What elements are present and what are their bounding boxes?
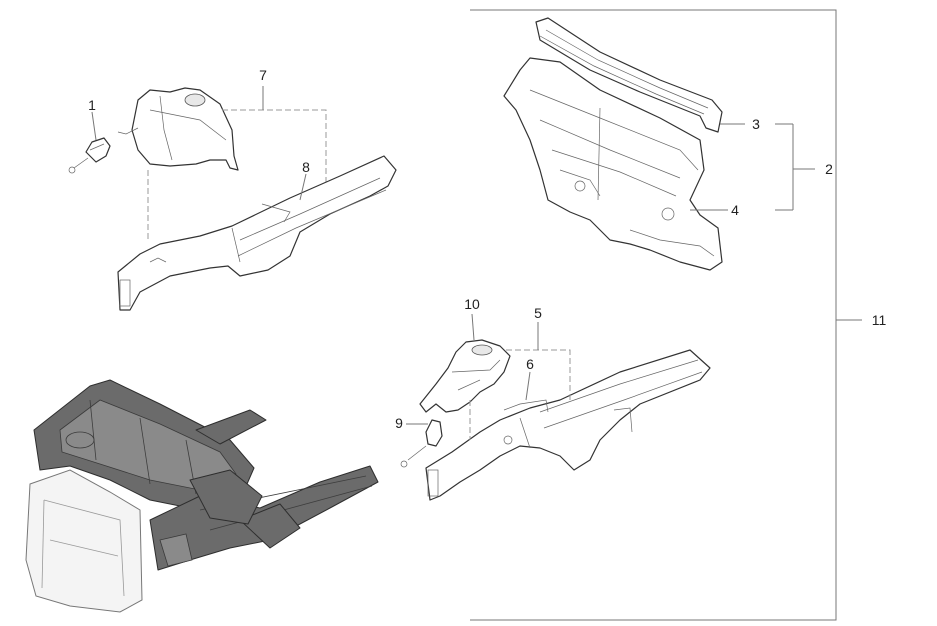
callout-11: 11	[872, 312, 887, 328]
part-dash-panel	[503, 57, 723, 271]
group-bracket-2	[775, 123, 815, 211]
callout-1: 1	[88, 97, 96, 113]
callout-4: 4	[731, 202, 739, 218]
part-wheelhouse-upper-7	[117, 87, 239, 171]
leader-1	[91, 111, 97, 141]
dashed-leader-5	[469, 322, 571, 440]
callout-8: 8	[302, 159, 310, 175]
callout-3: 3	[752, 116, 760, 132]
group-bracket-11	[470, 9, 862, 621]
callout-6: 6	[526, 356, 534, 372]
part-side-member-6	[425, 349, 711, 501]
leader-8	[299, 173, 307, 201]
part-bracket-1	[68, 137, 111, 174]
part-side-member-8	[117, 155, 397, 311]
callout-9: 9	[395, 415, 403, 431]
assembled-front-structure	[25, 379, 379, 613]
part-cowl-top-panel	[535, 17, 723, 133]
dashed-leader-7	[147, 86, 327, 240]
callout-7: 7	[259, 67, 267, 83]
leader-6	[525, 371, 531, 401]
leader-10	[471, 313, 475, 341]
callout-2: 2	[825, 161, 833, 177]
callout-10: 10	[464, 296, 480, 312]
part-wheelhouse-upper-10	[419, 339, 511, 413]
callout-5: 5	[534, 305, 542, 321]
part-bracket-9	[400, 419, 443, 468]
